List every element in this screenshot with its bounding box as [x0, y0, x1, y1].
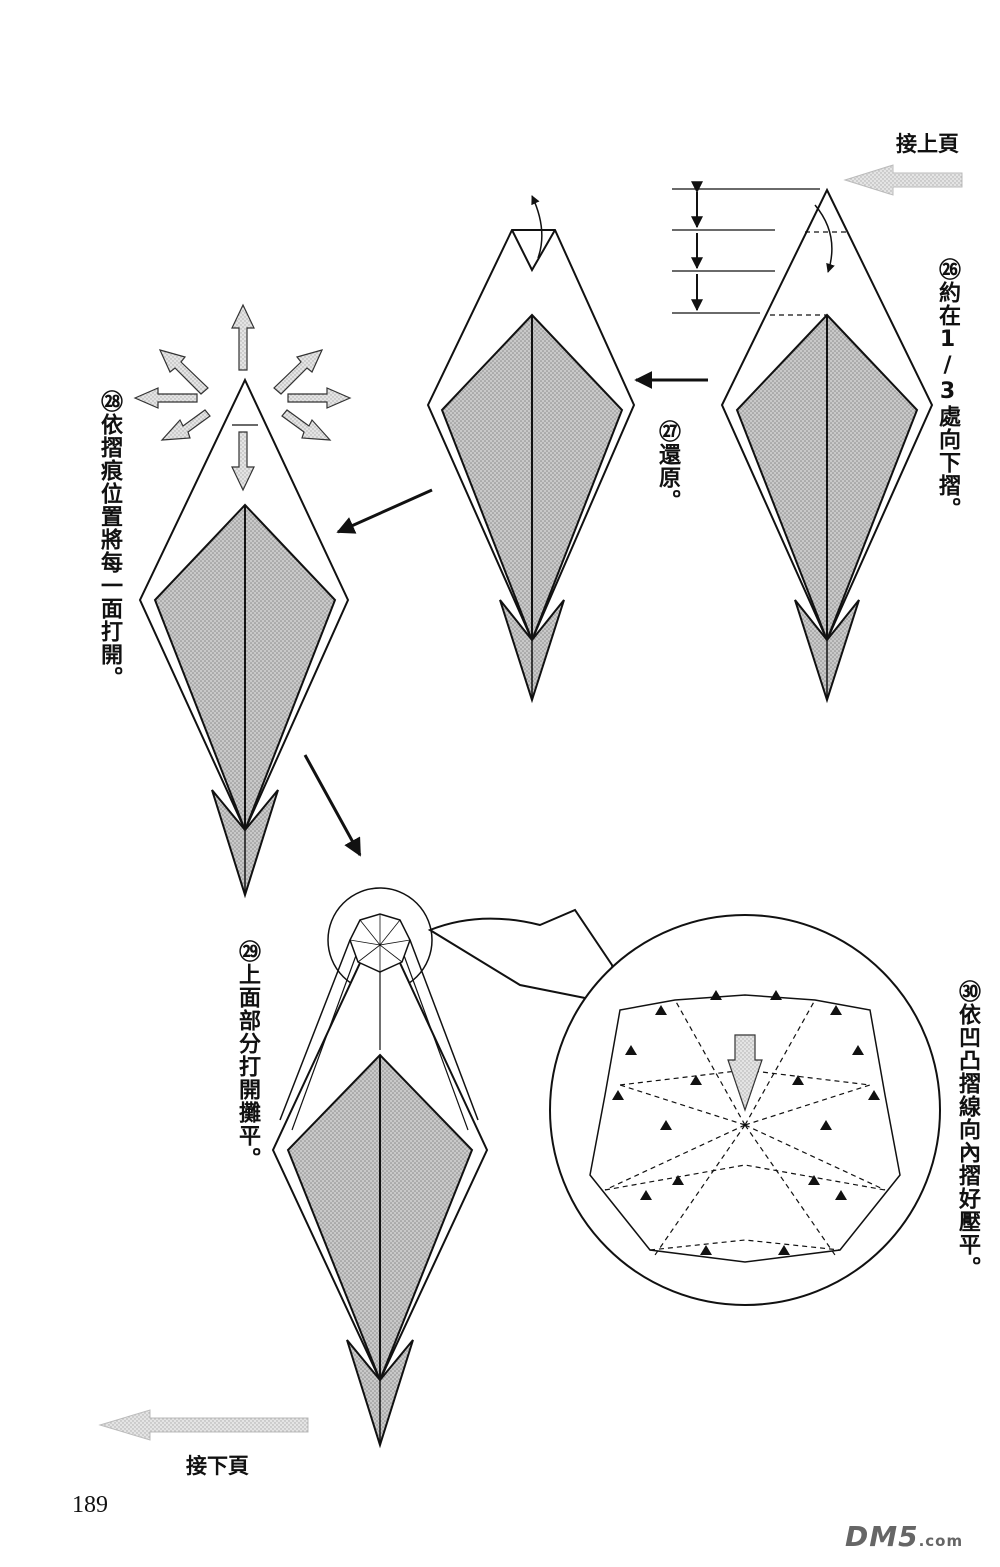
- prev-page-arrow-icon: [843, 164, 963, 196]
- step-30-instruction: ㉚依凹凸摺線向內摺好壓平。: [955, 980, 980, 1279]
- next-page-label[interactable]: 接下頁: [186, 1454, 249, 1478]
- step-29-model: [271, 887, 489, 1449]
- callout-connector: [427, 908, 622, 1007]
- step-28-instruction: ㉘依摺痕位置將每一面打開。: [97, 390, 122, 689]
- step-27-instruction: ㉗還原。: [655, 420, 680, 512]
- step-28-model: [133, 303, 352, 899]
- step-26-model: [672, 181, 934, 704]
- step-27-model: [426, 195, 636, 704]
- watermark-suffix: .com: [918, 1532, 964, 1550]
- watermark-logo: DM5.com: [845, 1520, 963, 1553]
- step-26-instruction: ㉖約在1/3處向下摺。: [935, 258, 960, 520]
- step-30-detail: [549, 914, 941, 1306]
- step-29-instruction: ㉙上面部分打開攤平。: [235, 940, 260, 1170]
- prev-page-label[interactable]: 接上頁: [896, 132, 959, 156]
- next-page-arrow-icon: [98, 1409, 309, 1441]
- watermark-brand: DM5: [845, 1520, 919, 1553]
- direction-arrow-icon: [336, 488, 433, 534]
- direction-arrow-icon: [303, 754, 362, 857]
- page-number: 189: [72, 1492, 108, 1518]
